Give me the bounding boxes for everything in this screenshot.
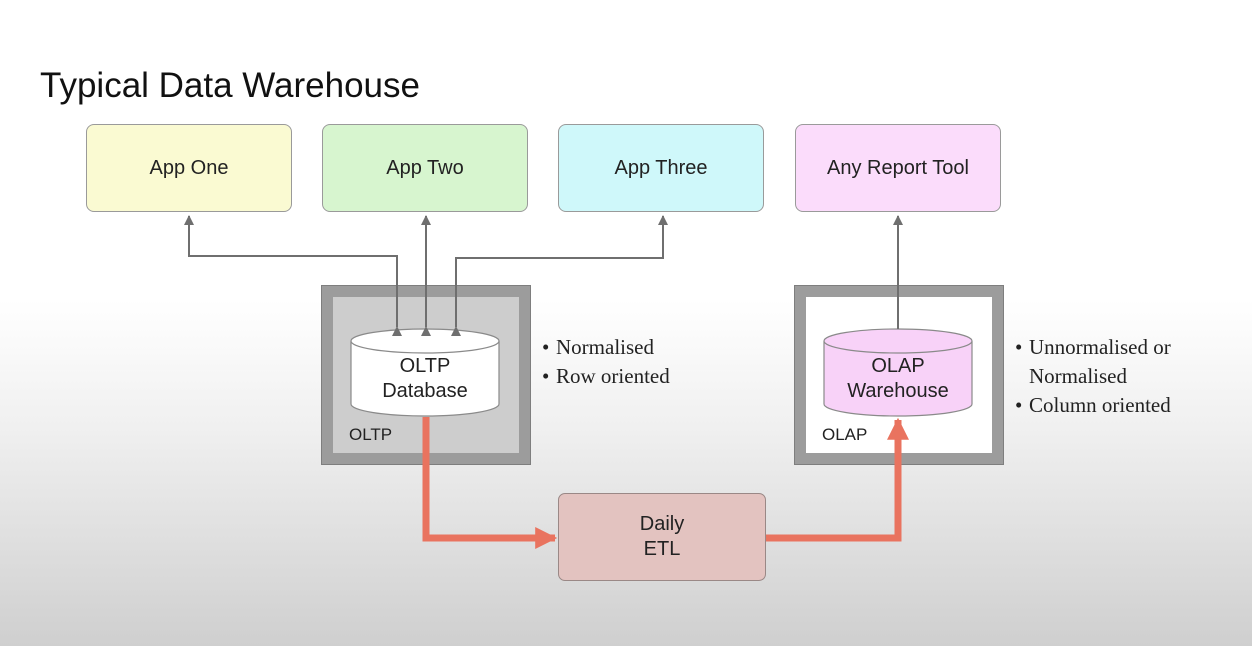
oltp-notes: Normalised Row oriented	[542, 333, 670, 391]
etl-to-olap-arrow	[766, 417, 909, 542]
oltp-note: Normalised	[542, 333, 670, 362]
daily-etl-box: Daily ETL	[558, 493, 766, 581]
app-three-box: App Three	[558, 124, 764, 212]
app-two-label: App Two	[386, 156, 464, 179]
etl-label-line2: ETL	[643, 538, 681, 560]
oltp-frame-label: OLTP	[349, 425, 393, 444]
app-one-connector	[184, 215, 402, 336]
report-tool-label: Any Report Tool	[827, 156, 969, 179]
app-three-label: App Three	[614, 156, 708, 179]
olap-warehouse-label: OLAP Warehouse	[847, 355, 949, 402]
olap-frame-label: OLAP	[822, 425, 868, 444]
olap-warehouse-cylinder	[823, 328, 973, 417]
page-title: Typical Data Warehouse	[40, 66, 420, 105]
oltp-note: Row oriented	[542, 362, 670, 391]
etl-label-line1: Daily	[639, 513, 685, 535]
report-tool-box: Any Report Tool	[795, 124, 1001, 212]
olap-note: Unnormalised or Normalised	[1015, 333, 1215, 391]
oltp-to-etl-arrow	[422, 417, 558, 549]
app-one-label: App One	[149, 156, 229, 179]
app-three-connector	[451, 215, 668, 336]
app-two-box: App Two	[322, 124, 528, 212]
olap-note: Column oriented	[1015, 391, 1215, 420]
app-one-box: App One	[86, 124, 292, 212]
olap-notes: Unnormalised or Normalised Column orient…	[1015, 333, 1215, 420]
oltp-database-label: OLTP Database	[382, 355, 468, 402]
